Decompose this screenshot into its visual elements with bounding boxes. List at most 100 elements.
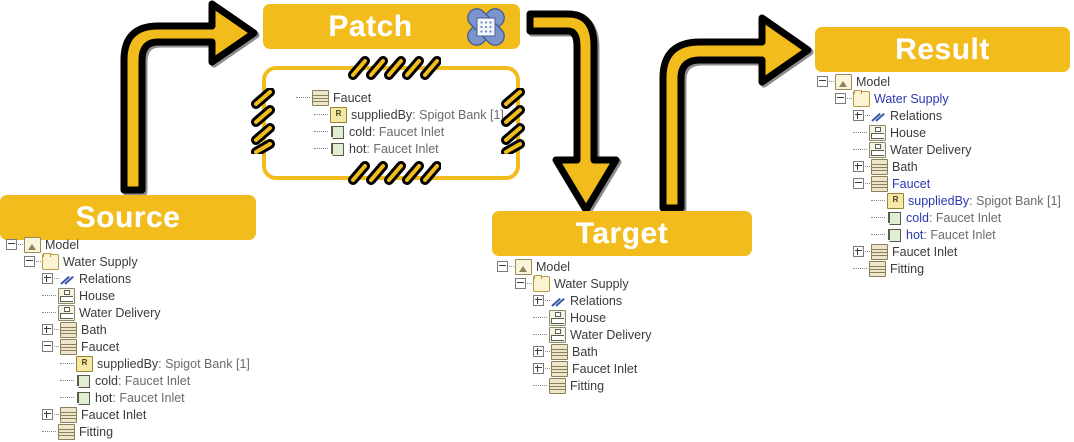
tree-node-label: House (570, 310, 607, 325)
block-icon (60, 321, 77, 338)
model-icon (835, 73, 852, 90)
tree-connector (829, 80, 834, 83)
tree-node[interactable]: cold : Faucet Inlet (296, 123, 504, 140)
port-icon (76, 391, 91, 405)
tree-node[interactable]: House (497, 309, 652, 326)
tree-node[interactable]: Water Delivery (6, 304, 250, 321)
tree-connector (545, 367, 550, 370)
tree-node[interactable]: Water Delivery (497, 326, 652, 343)
stitch-bottom (348, 161, 441, 185)
tree-node-label: suppliedBy (351, 107, 413, 122)
tree-node[interactable]: cold : Faucet Inlet (6, 372, 250, 389)
collapse-icon[interactable] (42, 341, 53, 352)
tree-node-type: : Faucet Inlet (366, 141, 439, 156)
expand-icon[interactable] (533, 295, 544, 306)
tree-node[interactable]: Faucet (6, 338, 250, 355)
tree-node[interactable]: Fitting (497, 377, 652, 394)
tree-node[interactable]: Water Supply (6, 252, 250, 270)
tree-node[interactable]: Water Supply (497, 274, 652, 292)
tree-node[interactable]: Water Delivery (817, 141, 1061, 158)
expand-icon[interactable] (853, 246, 864, 257)
expand-icon[interactable] (533, 363, 544, 374)
expand-icon[interactable] (853, 110, 864, 121)
tree-node-label: Faucet Inlet (81, 407, 147, 422)
collapse-icon[interactable] (853, 178, 864, 189)
tree-node-label: suppliedBy (97, 356, 159, 371)
tree-node[interactable]: Faucet Inlet (817, 243, 1061, 260)
bandage-icon (467, 8, 505, 46)
tree-node[interactable]: Model (497, 258, 652, 275)
tree-connector (865, 165, 870, 168)
tree-node[interactable]: Model (817, 73, 1061, 90)
tree-node[interactable]: hot : Faucet Inlet (296, 140, 504, 157)
tree-node[interactable]: Relations (817, 107, 1061, 124)
tree-node-type: : Faucet Inlet (923, 227, 996, 242)
tree-node-label: Faucet Inlet (892, 244, 958, 259)
tree-node-label: Fitting (79, 424, 114, 439)
expand-icon[interactable] (42, 409, 53, 420)
collapse-icon[interactable] (835, 93, 846, 104)
tree-node[interactable]: Fitting (817, 260, 1061, 277)
source-title: Source (75, 200, 181, 234)
collapse-icon[interactable] (497, 261, 508, 272)
tree-node[interactable]: cold : Faucet Inlet (817, 209, 1061, 226)
port-icon (330, 125, 345, 139)
package-icon (869, 141, 886, 158)
tree-node-label: Water Supply (874, 91, 949, 106)
tree-node[interactable]: House (817, 124, 1061, 141)
collapse-icon[interactable] (817, 76, 828, 87)
tree-node[interactable]: House (6, 287, 250, 304)
tree-node-label: Relations (570, 293, 623, 308)
expand-icon[interactable] (42, 273, 53, 284)
tree-connector (853, 131, 867, 134)
tree-node[interactable]: Fitting (6, 423, 250, 440)
collapse-icon[interactable] (24, 256, 35, 267)
result-title: Result (895, 32, 990, 66)
port-icon (887, 211, 902, 225)
expand-icon[interactable] (42, 324, 53, 335)
tree-node[interactable]: Bath (6, 321, 250, 338)
package-icon (549, 326, 566, 343)
tree-node-label: Faucet (333, 90, 372, 105)
collapse-icon[interactable] (515, 278, 526, 289)
tree-node[interactable]: Model (6, 236, 250, 253)
tree-node-label: Water Delivery (570, 327, 652, 342)
folder-icon (42, 252, 59, 270)
tree-node[interactable]: Faucet Inlet (497, 360, 652, 377)
expand-icon[interactable] (533, 346, 544, 357)
tree-node-label: hot (906, 227, 924, 242)
block-icon (871, 175, 888, 192)
arrow-patch-to-target (526, 10, 620, 214)
tree-node[interactable]: hot : Faucet Inlet (817, 226, 1061, 243)
tree-node-label: Bath (81, 322, 107, 337)
tree-node[interactable]: Faucet Inlet (6, 406, 250, 423)
stitch-right (501, 88, 525, 154)
tree-connector (847, 97, 852, 100)
tree-node-label: Faucet Inlet (572, 361, 638, 376)
tree-node-label: Water Supply (554, 276, 629, 291)
tree-node[interactable]: Bath (817, 158, 1061, 175)
tree-connector (533, 333, 547, 336)
tree-node[interactable]: Faucet (817, 175, 1061, 192)
target-header: Target (492, 211, 752, 256)
tree-node[interactable]: Water Supply (817, 89, 1061, 107)
tree-node[interactable]: Faucet (296, 89, 504, 106)
tree-node[interactable]: Relations (497, 292, 652, 309)
package-icon (58, 287, 75, 304)
collapse-icon[interactable] (6, 239, 17, 250)
result-header: Result (815, 27, 1070, 72)
tree-node-label: Faucet (892, 176, 931, 191)
block-icon (312, 89, 329, 106)
tree-node[interactable]: Relations (6, 270, 250, 287)
tree-node[interactable]: Bath (497, 343, 652, 360)
tree-node[interactable]: hot : Faucet Inlet (6, 389, 250, 406)
tree-connector (60, 362, 74, 365)
expand-icon[interactable] (853, 161, 864, 172)
